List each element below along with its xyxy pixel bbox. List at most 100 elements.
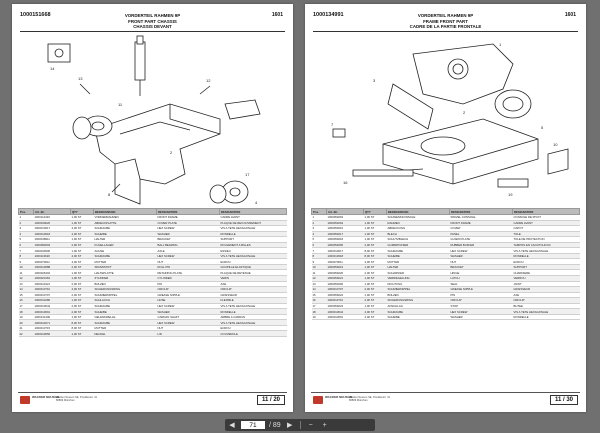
table-cell: PIN [449, 292, 513, 299]
table-cell: CIRCLIP [512, 297, 580, 304]
document-page-left: 1000151668 1601 VORDERTEIL RAHMEN 9P FRO… [12, 4, 293, 412]
document-id: 1000134991 [313, 12, 344, 18]
table-cell: 1000054065 [326, 242, 364, 249]
table-cell: 1000082093 [33, 242, 71, 249]
table-cell: HEX SCREW [156, 225, 220, 232]
table-cell: VIS A TETE HEXAGONALE [512, 247, 580, 254]
document-id: 1000151668 [20, 12, 51, 18]
table-cell: 1000013617 [33, 225, 71, 232]
table-cell: 8 [311, 253, 327, 260]
table-cell: MUTTER [386, 258, 450, 265]
svg-text:1: 1 [499, 42, 502, 47]
table-cell: WASHER [156, 308, 220, 315]
table-cell: 1000070011 [33, 258, 71, 265]
table-cell: SCHWENKKONSOLE [386, 214, 450, 221]
table-cell: 13 [311, 281, 327, 288]
table-cell: 1000013691 [326, 314, 364, 321]
table-cell: 11 [18, 269, 34, 276]
table-cell: FLEXIBLE [219, 297, 287, 304]
table-cell: CIRCLIP [449, 297, 513, 304]
table-cell: 2,00 ST [363, 297, 387, 304]
table-cell: 1000013618 [33, 231, 71, 238]
table-cell: 1,00 ST [363, 303, 387, 310]
table-cell: VIS A TETE HEXAGONALE [219, 303, 287, 310]
table-cell: 1000023181 [33, 275, 71, 282]
title-en: FRONT PART CHASSIS [128, 18, 177, 24]
table-cell: COVER PLATE [156, 220, 220, 227]
table-cell: 1000059220 [326, 269, 364, 276]
prev-page-icon[interactable]: ◀ [229, 422, 235, 429]
table-cell: 8 [18, 253, 34, 260]
zoom-in-icon[interactable]: + [322, 421, 327, 429]
table-cell: 19 [18, 314, 34, 321]
table-cell: 16 [18, 297, 34, 304]
svg-text:2: 2 [463, 110, 466, 115]
table-cell: 10 [311, 264, 327, 271]
table-cell: CARDAN SHAFT [156, 314, 220, 321]
section-code: 1601 [564, 12, 576, 18]
svg-text:8: 8 [108, 192, 111, 197]
svg-text:2: 2 [170, 150, 173, 155]
table-cell: 2,00 ST [70, 308, 94, 315]
table-cell: 20 [18, 319, 34, 326]
table-cell: TOLE [512, 231, 580, 238]
table-cell: AXE [219, 281, 287, 288]
address-line: Wacker Neuson SE, Preußenstr. 41 [56, 396, 97, 399]
table-cell: 1,00 ST [70, 236, 94, 243]
table-cell: 2,00 ST [70, 281, 94, 288]
table-cell: 1000059222 [326, 292, 364, 299]
table-cell: SCHMIERNIPPEL [386, 286, 450, 293]
table-cell: 1000030026 [33, 220, 71, 227]
table-cell: 1000013710 [326, 297, 364, 304]
table-cell: 1000113620 [33, 253, 71, 260]
viewer-toolbar: ◀ / 89 ▶ − + [225, 419, 375, 431]
table-cell: CADRE AVANT [219, 214, 287, 221]
table-cell: 10 [18, 264, 34, 271]
table-cell: 1000013710 [33, 286, 71, 293]
svg-text:19: 19 [508, 192, 513, 197]
table-cell: 12 [18, 275, 34, 282]
table-cell: WASHER [156, 231, 220, 238]
company-address: Wacker Neuson SE, Preußenstr. 41 80809 M… [56, 396, 146, 402]
table-cell: GUMMIPUFFER [386, 242, 450, 249]
table-cell: ANSCHLAG [386, 303, 450, 310]
table-cell: 4 [18, 231, 34, 238]
table-cell: RONDELLE [219, 308, 287, 315]
table-cell: ABDECKPLATTE [93, 220, 157, 227]
table-cell: SCHEIBE [386, 314, 450, 321]
next-page-icon[interactable]: ▶ [286, 422, 293, 429]
table-cell: COUVERCLE [219, 330, 287, 337]
zoom-out-icon[interactable]: − [308, 421, 313, 429]
table-cell: 1000013644 [326, 308, 364, 315]
table-cell: VERROU [512, 275, 580, 282]
table-cell: GRAISSEUR [219, 292, 287, 299]
page-number-input[interactable] [241, 421, 265, 429]
table-cell: BOLZEN [93, 281, 157, 288]
table-cell: 1000013707 [33, 292, 71, 299]
table-header-row: Pos. Art.-Nr. QTY BEZEICHNUNG DESIGNATIO… [311, 208, 580, 215]
table-cell: VERIN [219, 275, 287, 282]
address-line: 80809 München [349, 399, 368, 403]
table-cell: STOP [449, 303, 513, 310]
table-cell: PLAQUE DE RECOUVREMENT [219, 220, 287, 227]
table-cell: BUTEE [512, 303, 580, 310]
page-footer: WACKER NEUSON Wacker Neuson SE, Preußens… [311, 392, 580, 407]
table-cell: NUT [449, 258, 513, 265]
table-cell: 1 [311, 214, 327, 221]
table-cell: ABDECKUNG [386, 225, 450, 232]
